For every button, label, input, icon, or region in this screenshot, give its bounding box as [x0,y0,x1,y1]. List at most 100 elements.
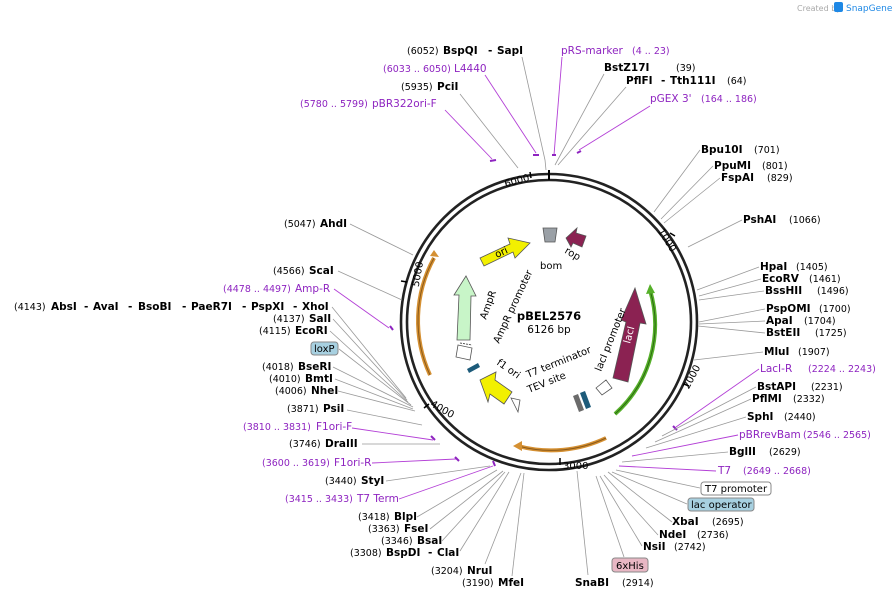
pspomi-label[interactable]: PspOMI [766,303,811,315]
lac-operator-box[interactable] [687,497,755,512]
ecori-label[interactable]: EcoRI [295,325,328,337]
bsobi-label[interactable]: BsoBI [138,301,171,313]
bsteii-label[interactable]: BstEII [766,327,800,339]
avai-label[interactable]: AvaI [93,301,119,313]
mfei-label[interactable]: MfeI [498,577,524,589]
bom-label: bom [540,261,562,272]
fsei-pos: (3363) [368,524,400,535]
bsshii-leader [698,290,765,301]
draiii-label[interactable]: DraIII [325,438,358,450]
pgex3-leader [578,105,651,151]
paer7i-label[interactable]: PaeR7I [191,301,232,313]
loxp-box[interactable] [310,341,339,356]
pspxi-label[interactable]: PspXI [251,301,284,313]
pflmi-label[interactable]: PflMI [752,393,782,405]
bglii-label[interactable]: BglII [729,446,756,458]
bstapi-leader [661,386,757,437]
ndei-label[interactable]: NdeI [659,529,686,541]
hpai-label[interactable]: HpaI [760,261,787,273]
bsai-label[interactable]: BsaI [417,535,442,547]
tick-6000: 6000 [503,173,530,190]
pflfi-pos: (64) [727,76,747,87]
scai-label[interactable]: ScaI [309,265,334,277]
f1ori-r-label[interactable]: F1ori-R [334,457,371,469]
amp-r-label[interactable]: Amp-R [295,283,330,295]
snapgene-brand: SnapGene [846,4,893,14]
blpi-label[interactable]: BlpI [394,511,417,523]
xbai-leader [607,471,673,523]
bstapi-label[interactable]: BstAPI [757,381,796,393]
t7-term-range: (3415 .. 3433) [285,494,353,505]
created-by-text: Created by [797,4,841,13]
f1ori-r-range: (3600 .. 3619) [262,458,330,469]
nsii-label[interactable]: NsiI [643,541,666,553]
mlui-label[interactable]: MluI [764,346,789,358]
apai-label[interactable]: ApaI [766,315,793,327]
bglii-pos: (2629) [769,447,801,458]
nrui-label[interactable]: NruI [467,565,492,577]
laci-arrow [612,286,647,383]
tev-site-box [573,394,584,412]
bpu10i-label[interactable]: Bpu10I [701,144,743,156]
pflmi-leader [654,398,752,443]
styi-label[interactable]: StyI [361,475,384,487]
bstz17i-label[interactable]: BstZ17I [604,62,649,74]
pspomi-pos: (1700) [819,304,851,315]
clai-label[interactable]: ClaI [437,547,459,559]
pbr322ori-f-label[interactable]: pBR322ori-F [372,98,437,110]
bpu10i-leader [653,149,701,213]
pbrrevbam-label[interactable]: pBRrevBam [739,429,801,441]
t7-promoter-box[interactable] [700,481,772,496]
absi-label[interactable]: AbsI [51,301,77,313]
xhoi-label[interactable]: XhoI [302,301,329,313]
fsei-label[interactable]: FseI [404,523,428,535]
bstz17i-pos: (39) [676,63,696,74]
fspai-label[interactable]: FspAI [721,172,754,184]
ahdi-pos: (5047) [284,219,316,230]
ppumi-label[interactable]: PpuMI [714,160,751,172]
f1ori-f-label[interactable]: F1ori-F [316,421,352,433]
snabi-pos: (2914) [622,578,654,589]
plasmid-size: 6126 bp [527,324,571,336]
t7-promoter-leader [615,469,701,489]
snabi-label[interactable]: SnaBI [575,577,609,589]
psii-pos: (3871) [287,404,319,415]
pshai-leader [687,219,743,248]
ahdi-leader [349,223,414,256]
xbai-label[interactable]: XbaI [672,516,699,528]
bseri-label[interactable]: BseRI [298,361,331,373]
psii-label[interactable]: PsiI [323,403,344,415]
prs-marker-label[interactable]: pRS-marker [561,45,624,57]
bspqi-label[interactable]: BspQI [443,45,478,57]
prs-marker-range: (4 .. 23) [632,46,670,57]
fsei-leader [429,470,504,530]
pgex3-label[interactable]: pGEX 3' [650,93,692,105]
snabi-leader [576,470,589,576]
l4440-label[interactable]: L4440 [454,63,487,75]
pcii-label[interactable]: PciI [437,81,458,93]
bsshii-label[interactable]: BssHII [765,285,802,297]
sapi-label[interactable]: SapI [497,45,523,57]
snapgene-logo-icon [834,2,843,12]
laci-r-label[interactable]: LacI-R [760,363,792,375]
bmti-label[interactable]: BmtI [305,373,333,385]
pflfi-label[interactable]: PflFI [626,75,653,87]
ecorv-label[interactable]: EcoRV [762,273,800,285]
tth111i-label[interactable]: Tth111I [670,75,715,87]
clai-leader [459,471,510,552]
bsai-pos: (3346) [381,536,413,547]
pcii-pos: (5935) [401,82,433,93]
t7-term-label[interactable]: T7 Term [356,493,399,505]
sali-label[interactable]: SalI [309,313,331,325]
f1-ori-arrow [479,371,513,405]
pshai-label[interactable]: PshAI [743,214,776,226]
bspdi-label[interactable]: BspDI [386,547,420,559]
t7-label[interactable]: T7 [717,465,731,477]
sep-dash: - [428,547,432,559]
sphi-label[interactable]: SphI [747,411,773,423]
nhei-label[interactable]: NheI [311,385,338,397]
ahdi-label[interactable]: AhdI [320,218,347,230]
pbrrevbam-range: (2546 .. 2565) [803,430,871,441]
bsai-leader [441,471,506,542]
6xhis-box[interactable] [611,557,649,573]
